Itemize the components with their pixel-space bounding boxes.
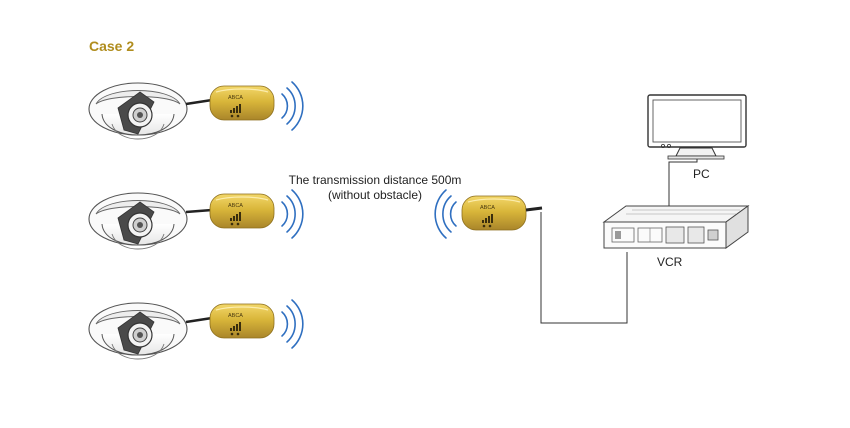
signal-waves-icon bbox=[281, 299, 304, 349]
distance-line-2: (without obstacle) bbox=[327, 188, 423, 202]
case-title: Case 2 bbox=[89, 38, 135, 54]
wireless-transmitter-icon bbox=[209, 193, 275, 229]
camera-unit-2 bbox=[88, 189, 304, 250]
vcr-label: VCR bbox=[657, 255, 683, 269]
pc-label: PC bbox=[693, 167, 710, 181]
receiver-vcr-cable bbox=[540, 212, 628, 324]
vcr-pc-cable bbox=[668, 158, 698, 206]
dome-camera-icon bbox=[88, 82, 188, 140]
wireless-receiver-icon bbox=[461, 195, 527, 231]
distance-note: The transmission distance 500m (without … bbox=[280, 173, 470, 203]
vcr-icon bbox=[602, 205, 750, 249]
monitor-icon bbox=[647, 94, 747, 160]
wireless-transmitter-icon bbox=[209, 85, 275, 121]
camera-unit-1 bbox=[88, 81, 304, 140]
pc-monitor bbox=[647, 94, 747, 160]
signal-waves-icon bbox=[281, 189, 304, 239]
distance-line-1: The transmission distance 500m bbox=[288, 173, 462, 187]
camera-unit-3 bbox=[88, 299, 304, 360]
vcr-device bbox=[602, 205, 750, 249]
wireless-transmitter-icon bbox=[209, 303, 275, 339]
dome-camera-icon bbox=[88, 192, 188, 250]
dome-camera-icon bbox=[88, 302, 188, 360]
signal-waves-icon bbox=[434, 189, 457, 239]
receiver-unit bbox=[434, 189, 543, 239]
signal-waves-icon bbox=[281, 81, 304, 131]
